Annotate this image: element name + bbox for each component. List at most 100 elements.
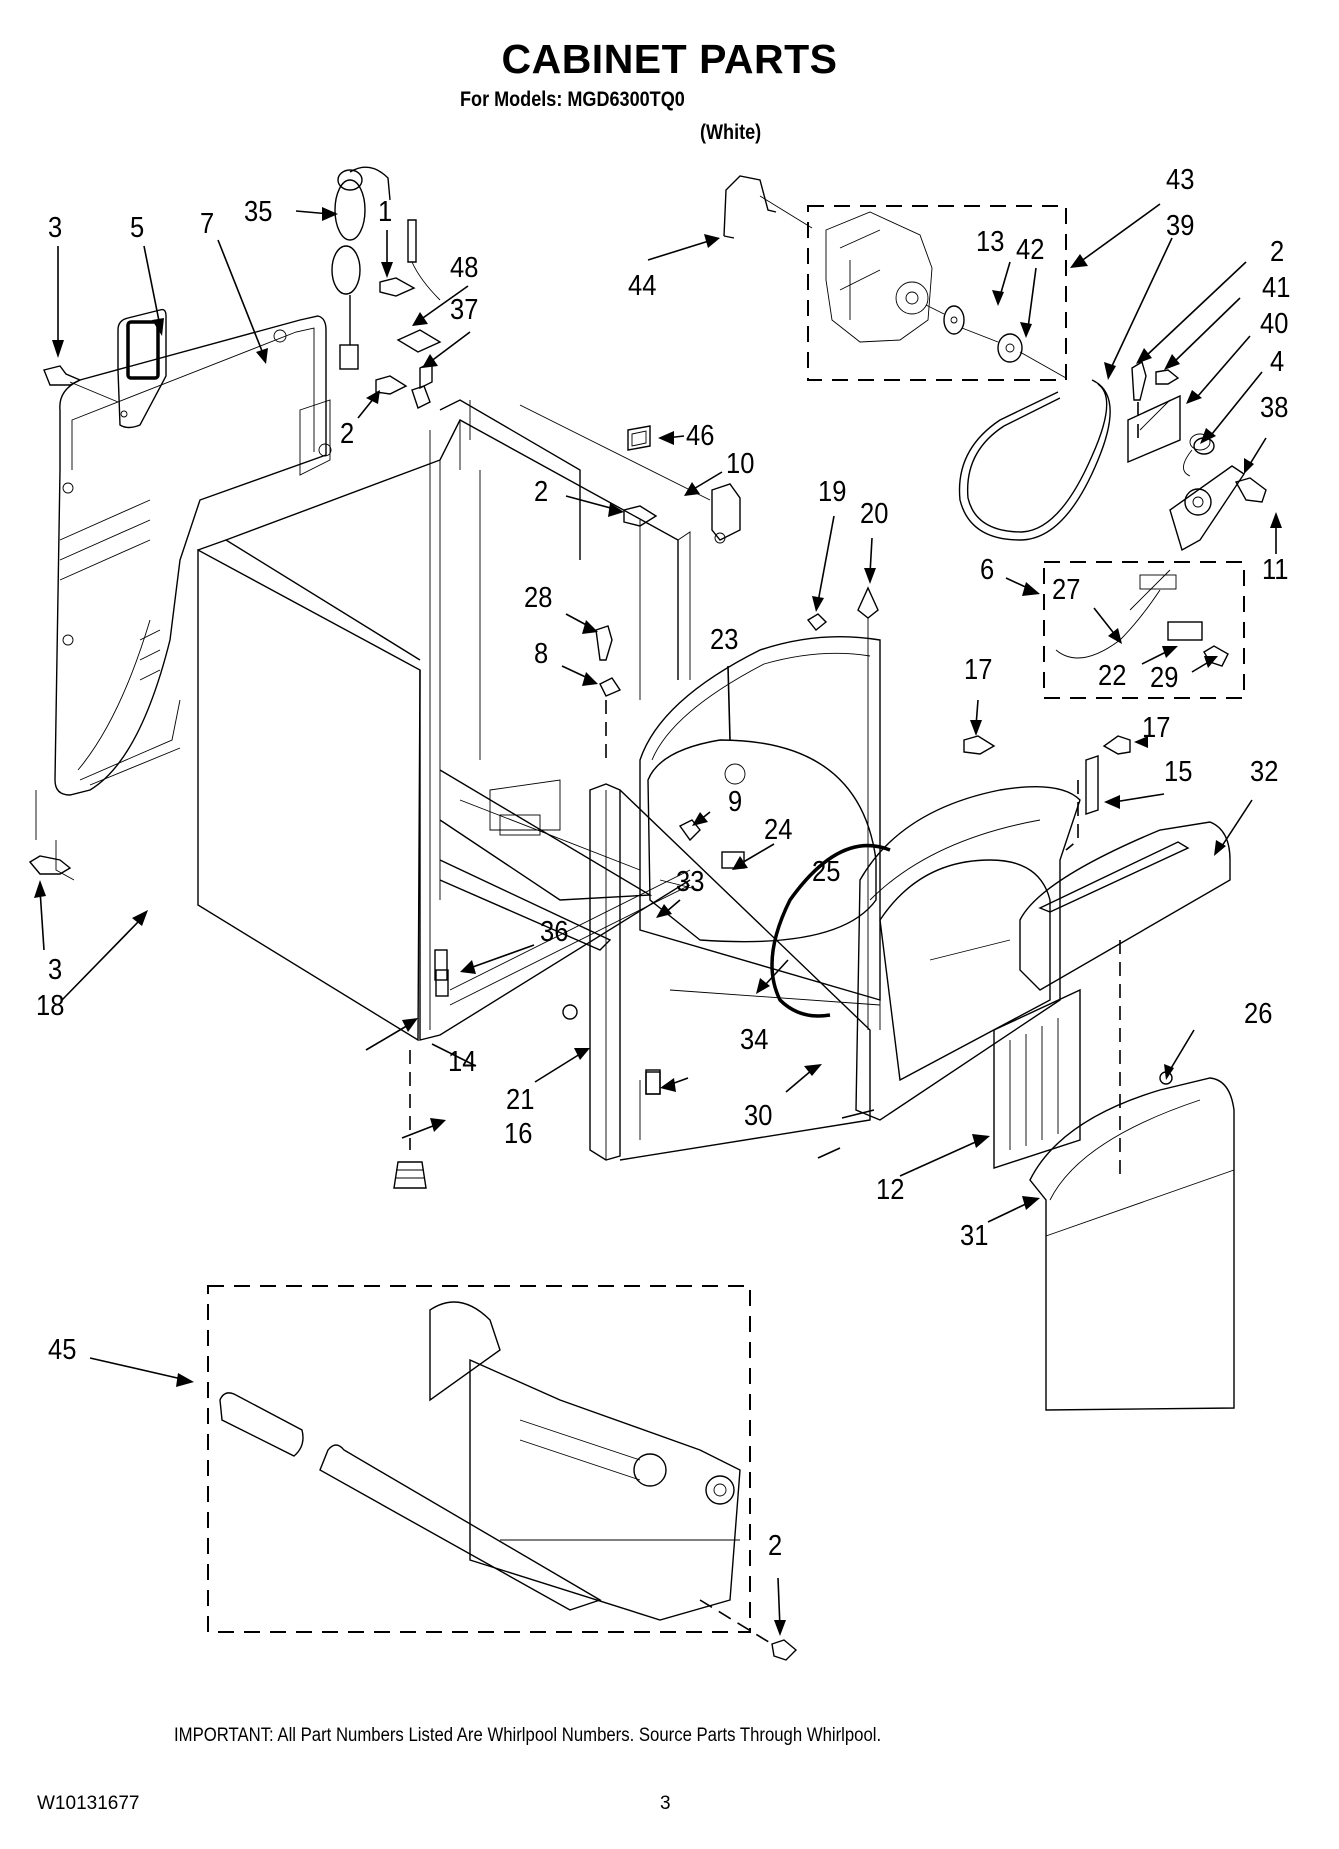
- screw-part-17-left: [963, 735, 996, 755]
- callout-38: 38: [1260, 392, 1289, 424]
- callout-40: 40: [1260, 308, 1289, 340]
- pulley-part-42: [961, 327, 1067, 379]
- callout-6: 6: [980, 554, 995, 586]
- leader-lines: [34, 203, 1282, 1636]
- callout-32: 32: [1250, 756, 1279, 788]
- connector-part-36: [435, 969, 449, 997]
- screw-part-3: [43, 365, 119, 403]
- callout-5: 5: [130, 212, 145, 244]
- callout-45: 45: [48, 1334, 77, 1366]
- screw-part-2-bottom: [699, 1599, 798, 1661]
- callout-17-right: 17: [1142, 712, 1171, 744]
- motor-part-43: [825, 211, 933, 343]
- spring-part-4: [1183, 433, 1215, 477]
- callout-28: 28: [524, 582, 553, 614]
- callout-27: 27: [1052, 574, 1081, 606]
- callout-42: 42: [1016, 234, 1045, 266]
- callout-35: 35: [244, 196, 273, 228]
- callout-23: 23: [710, 624, 739, 656]
- callout-2: 2: [340, 418, 355, 450]
- rear-panel-part-7: [54, 315, 327, 796]
- screw-part-17-right: [1102, 735, 1131, 755]
- callout-34: 34: [740, 1024, 769, 1056]
- callout-1: 1: [378, 196, 393, 228]
- page-title: CABINET PARTS: [501, 36, 838, 82]
- page-number: 3: [660, 1793, 671, 1814]
- screw-part-41: [1155, 369, 1180, 385]
- burner-assembly-group-45: [207, 1285, 751, 1633]
- sensor-part-1: [379, 219, 441, 301]
- callout-22: 22: [1098, 660, 1127, 692]
- callout-2-right: 2: [1270, 236, 1285, 268]
- callout-13: 13: [976, 226, 1005, 258]
- front-panel-part-21: [589, 783, 871, 1161]
- color-variant: (White): [700, 121, 762, 144]
- access-cover-part-5: [117, 308, 167, 429]
- callout-30: 30: [744, 1100, 773, 1132]
- callout-17: 17: [964, 654, 993, 686]
- switch-part-22: [1167, 621, 1203, 641]
- callout-3-lower: 3: [48, 954, 63, 986]
- callout-16: 16: [504, 1118, 533, 1150]
- callout-36: 36: [540, 916, 569, 948]
- toe-panel-part-12: [993, 988, 1081, 1169]
- washer-part-13: [925, 304, 965, 335]
- callout-37: 37: [450, 294, 479, 326]
- callout-43: 43: [1166, 164, 1195, 196]
- gasket-part-46: [627, 425, 651, 451]
- clip-part-34: [645, 1071, 661, 1095]
- latch-part-33: [659, 879, 701, 891]
- screw-part-2-top-left: [375, 375, 408, 395]
- callout-9: 9: [728, 786, 743, 818]
- power-cord-part-35: [331, 166, 391, 370]
- harness-part-10: [519, 404, 741, 544]
- callout-18: 18: [36, 990, 65, 1022]
- callout-2-bottom: 2: [768, 1530, 783, 1562]
- callout-24: 24: [764, 814, 793, 846]
- idler-pulley-part-38: [1169, 465, 1245, 552]
- clamp-part-44: [723, 175, 813, 239]
- callout-33: 33: [676, 866, 705, 898]
- motor-assembly-group-43: [807, 205, 1067, 381]
- plug-part-19: [806, 613, 828, 631]
- callout-4: 4: [1270, 346, 1285, 378]
- console-part-32: [1019, 821, 1231, 991]
- callout-46: 46: [686, 420, 715, 452]
- callout-3: 3: [48, 212, 63, 244]
- document-number: W10131677: [37, 1793, 140, 1814]
- callout-10: 10: [726, 448, 755, 480]
- burner-assembly-part-45: [219, 1301, 741, 1621]
- hinge-part-15: [1065, 755, 1099, 851]
- front-panel-part-30: [855, 786, 1081, 1121]
- callout-21: 21: [506, 1084, 535, 1116]
- door-seal-part-25: [770, 843, 891, 1018]
- clip-part-37: [411, 360, 433, 409]
- callout-15: 15: [1164, 756, 1193, 788]
- screw-part-11: [1234, 477, 1267, 503]
- callout-14: 14: [448, 1046, 477, 1078]
- callout-20: 20: [860, 498, 889, 530]
- callout-41: 41: [1262, 272, 1291, 304]
- plug-part-14: [562, 1004, 578, 1020]
- callout-12: 12: [876, 1174, 905, 1206]
- callout-31: 31: [960, 1220, 989, 1252]
- idler-bracket-part-40: [1127, 394, 1181, 464]
- wire-harness-group-6: [1043, 561, 1245, 699]
- callout-29: 29: [1150, 662, 1179, 694]
- bracket-part-48: [396, 329, 442, 353]
- callout-44: 44: [628, 270, 657, 302]
- callout-8: 8: [534, 638, 549, 670]
- clip-part-8: [599, 677, 622, 760]
- callout-39: 39: [1166, 210, 1195, 242]
- cabinet-part-18: [197, 399, 691, 1042]
- switch-part-24: [721, 851, 745, 869]
- leveling-leg-part-16: [393, 1050, 427, 1189]
- screw-part-2-right: [1131, 360, 1147, 440]
- callout-48: 48: [450, 252, 479, 284]
- clip-part-20: [857, 586, 879, 640]
- screw-part-28: [595, 625, 613, 661]
- callout-25: 25: [812, 856, 841, 888]
- door-panel-part-31: [1029, 1077, 1235, 1411]
- model-subtitle: For Models: MGD6300TQ0: [460, 88, 685, 111]
